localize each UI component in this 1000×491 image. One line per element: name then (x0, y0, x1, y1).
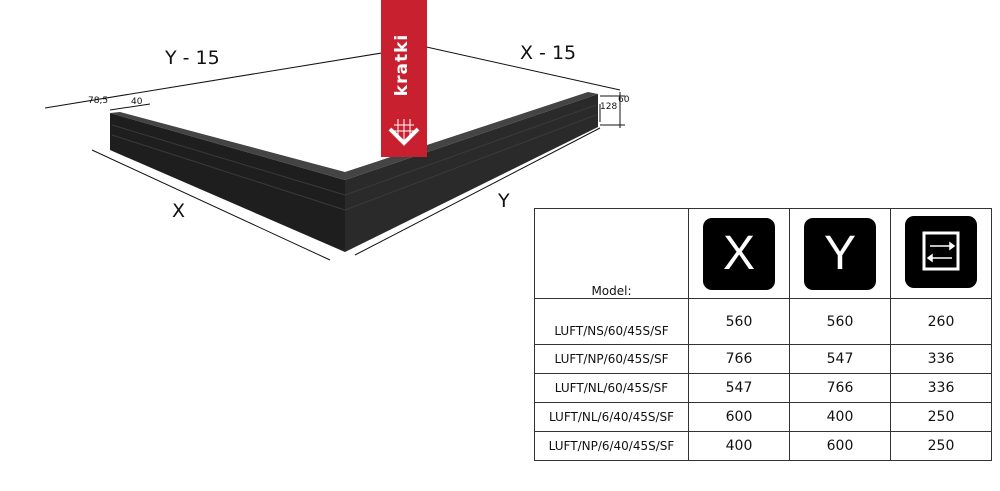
table-row: LUFT/NP/60/45S/SF 766 547 336 (534, 344, 992, 374)
y-cell: 547 (789, 344, 891, 374)
logo-arrow-icon (388, 119, 420, 146)
dimension-lines (44, 39, 625, 261)
table-row: LUFT/NL/6/40/45S/SF 600 400 250 (534, 402, 992, 432)
label-60: 60 (618, 95, 630, 105)
model-cell: LUFT/NL/6/40/45S/SF (534, 402, 689, 432)
model-cell: LUFT/NP/60/45S/SF (534, 344, 689, 374)
table-header-row: Model: X Y (534, 208, 992, 299)
model-cell: LUFT/NP/6/40/45S/SF (534, 431, 689, 461)
model-cell: LUFT/NS/60/45S/SF (534, 298, 689, 345)
label-78-5: 78,5 (88, 96, 109, 106)
x-cell: 547 (688, 373, 790, 403)
x-cell: 600 (688, 402, 790, 432)
table-row: LUFT/NS/60/45S/SF 560 560 260 (534, 298, 992, 345)
area-cell: 250 (890, 431, 992, 461)
label-y-minus-15: Y - 15 (165, 47, 220, 69)
area-cell: 336 (890, 373, 992, 403)
y-cell: 766 (789, 373, 891, 403)
vent-body (110, 92, 598, 252)
label-x-minus-15: X - 15 (520, 42, 577, 64)
label-y: Y (498, 190, 510, 212)
y-cell: 400 (789, 402, 891, 432)
table-row: LUFT/NL/60/45S/SF 547 766 336 (534, 373, 992, 403)
model-cell: LUFT/NL/60/45S/SF (534, 373, 689, 403)
model-header: Model: (534, 208, 689, 299)
table-row: LUFT/NP/6/40/45S/SF 400 600 250 (534, 431, 992, 461)
area-cell: 250 (890, 402, 992, 432)
y-cell: 560 (789, 298, 891, 345)
label-40: 40 (131, 97, 143, 107)
label-128: 128 (600, 102, 618, 112)
x-cell: 766 (688, 344, 790, 374)
y-dimension-icon: Y (804, 217, 876, 290)
x-cell: 400 (688, 431, 790, 461)
x-cell: 560 (688, 298, 790, 345)
area-cell: 336 (890, 344, 992, 374)
label-x: X (172, 200, 186, 222)
kratki-logo: kratki (381, 0, 427, 157)
x-dimension-icon: X (703, 217, 775, 290)
spec-table: Model: X Y LUFT/NS/60/45S/SF 560 560 260… (534, 208, 992, 461)
area-cell: 260 (890, 298, 992, 345)
logo-text: kratki (392, 33, 413, 97)
airflow-area-icon (905, 215, 977, 288)
y-cell: 600 (789, 431, 891, 461)
